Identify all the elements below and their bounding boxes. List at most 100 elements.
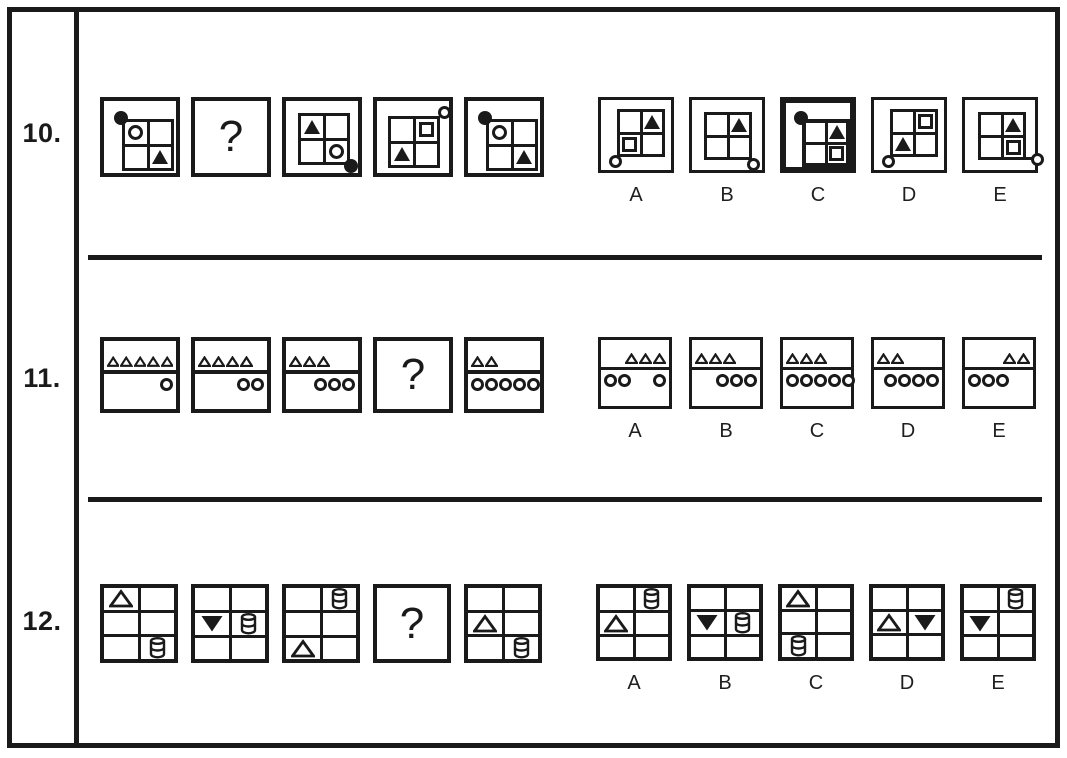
down-triangle-icon xyxy=(201,616,223,632)
option-11-B[interactable]: B xyxy=(689,337,763,443)
triangle-row xyxy=(692,340,760,367)
triangle-row xyxy=(195,341,267,370)
triangle-icon xyxy=(604,613,629,633)
sequence-panel-2 xyxy=(191,584,269,663)
option-10-C[interactable]: C xyxy=(780,97,856,207)
cylinder-icon xyxy=(240,612,256,635)
circle-icon xyxy=(314,378,327,391)
dot-marker-icon xyxy=(478,111,492,125)
grid-cell-bl xyxy=(893,134,913,154)
grid-cell-tl xyxy=(981,115,1001,135)
question-mark: ? xyxy=(399,598,425,648)
triangle-icon xyxy=(1005,117,1022,132)
triangle-icon xyxy=(226,356,239,367)
cylinder-icon xyxy=(149,637,165,659)
grid-cell-r2c1 xyxy=(782,611,815,632)
grid-cell-r3c1 xyxy=(286,637,320,659)
question-separator xyxy=(88,255,1042,260)
triangle-icon xyxy=(723,353,736,364)
grid-cell-r3c2 xyxy=(908,636,941,657)
grid-3x2 xyxy=(782,588,850,657)
option-11-E[interactable]: E xyxy=(962,337,1036,443)
triangle-icon xyxy=(303,119,320,134)
grid-cell-br xyxy=(642,134,662,154)
option-12-C[interactable]: C xyxy=(778,584,854,695)
option-12-B[interactable]: B xyxy=(687,584,763,695)
divider-line xyxy=(286,370,358,374)
option-10-D[interactable]: D xyxy=(871,97,947,207)
circle-icon xyxy=(485,378,498,391)
grid-cell-r1c2 xyxy=(635,588,668,610)
grid-3x2 xyxy=(691,588,759,657)
triangle-icon xyxy=(393,147,410,162)
grid-cell-br xyxy=(513,146,535,168)
grid-cell-r2c2 xyxy=(504,612,538,634)
number-column-divider xyxy=(74,12,79,743)
triangle-icon xyxy=(289,356,302,367)
grid-cell-r2c2 xyxy=(726,611,759,634)
option-11-C[interactable]: C xyxy=(780,337,855,443)
circle-icon xyxy=(842,374,855,387)
triangle-icon xyxy=(471,356,484,367)
option-10-B[interactable]: B xyxy=(689,97,765,207)
ring-marker-icon xyxy=(882,155,895,168)
option-figure-D xyxy=(869,584,945,661)
grid-3x2 xyxy=(873,588,941,657)
grid-cell-r2c2 xyxy=(908,612,941,633)
divider-line xyxy=(104,370,176,374)
inner-grid xyxy=(609,109,665,168)
grid-cell-tr xyxy=(149,122,171,144)
option-label: C xyxy=(809,420,825,442)
option-10-E[interactable]: E xyxy=(962,97,1044,207)
grid-cell-br xyxy=(1003,137,1023,157)
circle-group xyxy=(653,374,666,387)
grid-cell-r1c1 xyxy=(286,588,320,610)
triangle-icon xyxy=(516,150,533,165)
grid-cell-r3c2 xyxy=(817,635,850,657)
option-12-A[interactable]: A xyxy=(596,584,672,695)
grid-cell-tl xyxy=(893,112,913,132)
grid-2x2 xyxy=(978,112,1026,160)
circle-icon xyxy=(800,374,813,387)
cylinder-icon xyxy=(513,637,529,659)
sequence-group: ? xyxy=(100,97,544,177)
triangle-row xyxy=(874,340,942,367)
triangle-icon xyxy=(639,353,652,364)
triangle-icon xyxy=(1003,353,1016,364)
circle-row xyxy=(195,374,267,391)
grid-cell-r3c2 xyxy=(231,637,265,659)
grid-cell-bl xyxy=(125,146,147,168)
inner-grid xyxy=(298,113,358,173)
grid-2x2 xyxy=(704,112,752,160)
sequence-group: ? xyxy=(100,584,542,663)
grid-cell-tr xyxy=(325,116,347,138)
panel-sections xyxy=(783,340,855,406)
inner-grid xyxy=(794,111,850,167)
triangle-icon xyxy=(800,353,813,364)
option-12-E[interactable]: E xyxy=(960,584,1036,695)
sequence-panel-2 xyxy=(191,337,271,413)
option-11-A[interactable]: A xyxy=(598,337,672,443)
grid-cell-r3c1 xyxy=(782,635,815,657)
grid-cell-r3c1 xyxy=(964,636,997,657)
option-figure-C xyxy=(778,584,854,661)
option-figure-D xyxy=(871,97,947,173)
option-11-D[interactable]: D xyxy=(871,337,945,443)
circle-row xyxy=(874,370,942,387)
option-10-A[interactable]: A xyxy=(598,97,674,207)
grid-cell-r3c2 xyxy=(504,637,538,659)
triangle-icon xyxy=(894,137,911,152)
option-12-D[interactable]: D xyxy=(869,584,945,695)
panel-sections xyxy=(965,340,1033,406)
grid-cell-tl xyxy=(806,123,825,142)
grid-cell-r1c2 xyxy=(726,588,759,609)
sequence-panel-1 xyxy=(100,97,180,177)
circle-group xyxy=(604,374,631,387)
question-number: 11. xyxy=(23,363,61,393)
grid-3x2 xyxy=(468,588,538,659)
question-mark-panel: ? xyxy=(191,97,271,177)
grid-cell-tl xyxy=(707,115,727,135)
grid-cell-r3c2 xyxy=(726,636,759,657)
option-figure-D xyxy=(871,337,945,409)
cylinder-icon xyxy=(735,611,751,634)
